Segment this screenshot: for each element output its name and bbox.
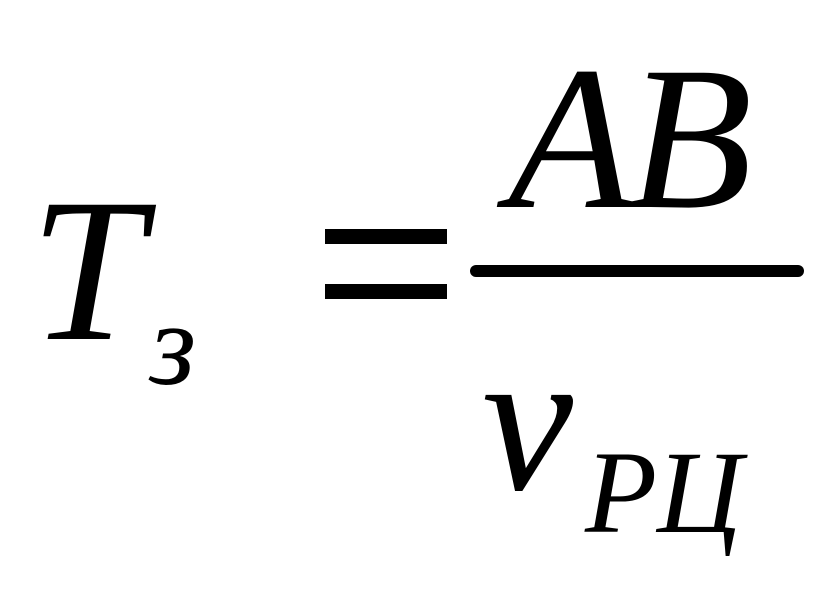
equals-bar-top xyxy=(325,229,447,244)
fraction-numerator: AB xyxy=(508,25,752,252)
equals-bar-bottom xyxy=(325,284,447,299)
denominator-subscript: РЦ xyxy=(585,427,743,558)
lhs-variable: T xyxy=(30,157,145,384)
lhs-subscript: з xyxy=(150,279,197,410)
denominator-variable: v xyxy=(482,307,573,534)
fraction-bar xyxy=(470,265,804,277)
